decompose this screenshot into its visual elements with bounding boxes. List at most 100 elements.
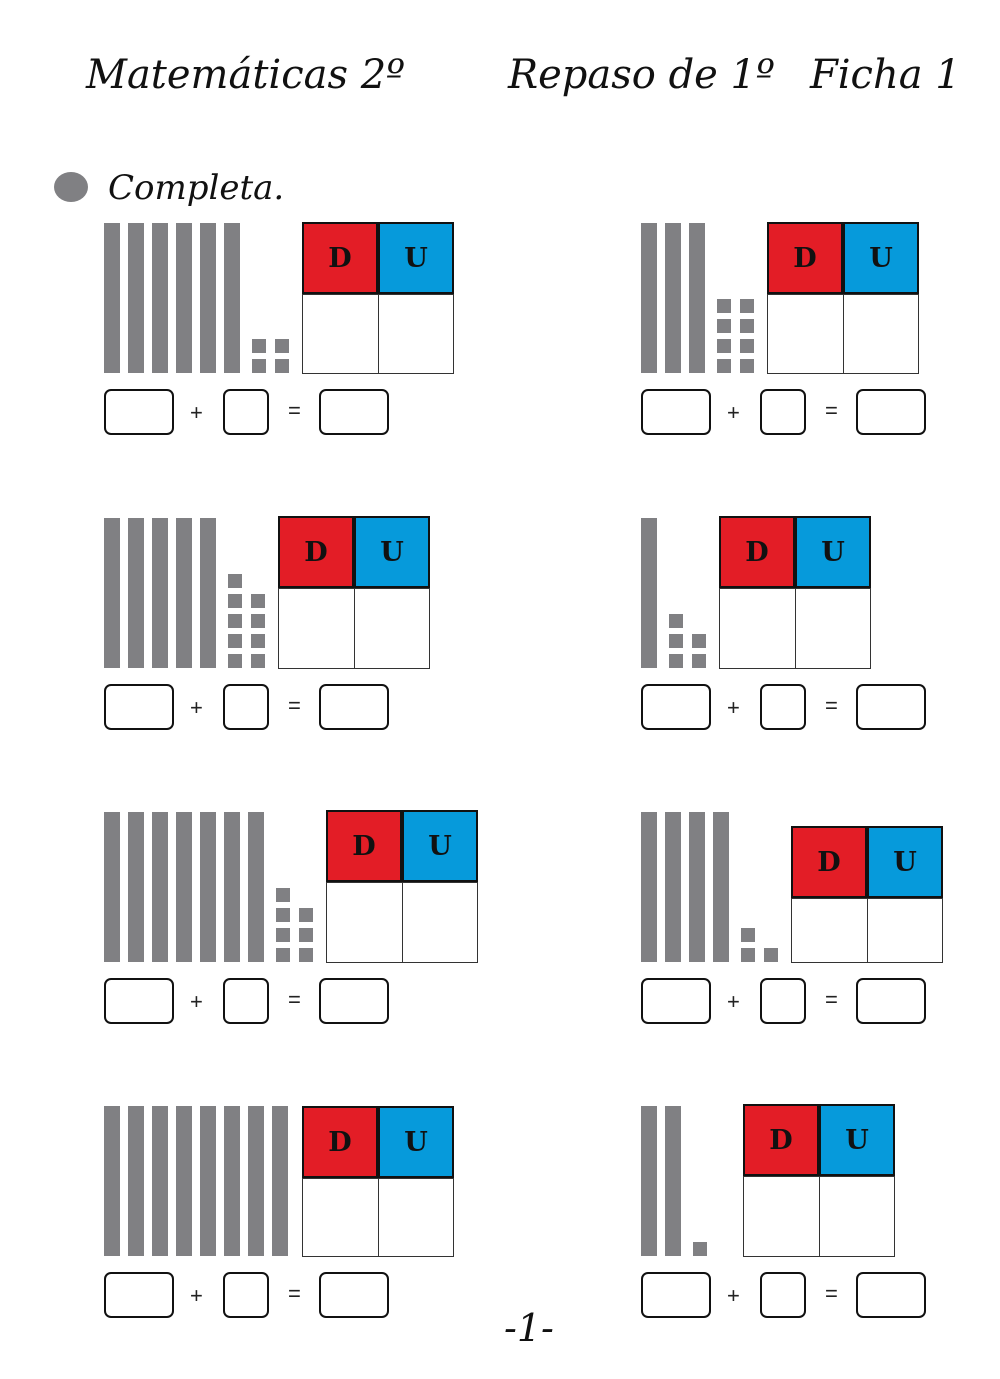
units-answer-cell[interactable] [867,898,943,963]
tens-answer-cell[interactable] [326,882,403,963]
tens-rod [665,223,681,373]
unit-cube [299,928,313,942]
tens-rod [248,812,264,962]
units-value-box[interactable] [223,978,269,1024]
units-value-box[interactable] [760,978,806,1024]
tens-rod [272,1106,288,1256]
total-value-box[interactable] [319,978,389,1024]
units-answer-cell[interactable] [402,882,478,963]
plus-sign: + [190,989,203,1014]
tens-answer-cell[interactable] [302,1178,379,1257]
units-answer-cell[interactable] [819,1176,895,1257]
tens-rod [641,812,657,962]
tens-header: D [302,1106,378,1178]
units-answer-cell[interactable] [795,588,871,669]
total-value-box[interactable] [319,389,389,435]
unit-cube [251,654,265,668]
tens-rod [665,1106,681,1256]
unit-cube [740,359,754,373]
tens-rod [248,1106,264,1256]
tens-answer-cell[interactable] [302,294,379,374]
total-value-box[interactable] [319,684,389,730]
equals-sign: = [825,693,838,718]
tens-rod [152,518,168,668]
tens-rod [689,812,705,962]
unit-cube [251,634,265,648]
units-answer-cell[interactable] [354,588,430,669]
unit-cube [740,299,754,313]
tens-answer-cell[interactable] [767,294,844,374]
total-value-box[interactable] [856,684,926,730]
units-answer-cell[interactable] [843,294,919,374]
units-value-box[interactable] [760,1272,806,1318]
tens-rod [665,812,681,962]
worksheet-topic: Repaso de 1º [508,52,775,98]
units-header: U [378,1106,454,1178]
unit-cube [276,888,290,902]
tens-value-box[interactable] [104,978,174,1024]
tens-answer-cell[interactable] [791,898,868,963]
tens-header: D [743,1104,819,1176]
tens-rod [128,518,144,668]
tens-answer-cell[interactable] [719,588,796,669]
units-header: U [819,1104,895,1176]
unit-cube [228,574,242,588]
units-answer-cell[interactable] [378,1178,454,1257]
units-value-box[interactable] [760,684,806,730]
equals-sign: = [288,1281,301,1306]
unit-cube [692,634,706,648]
unit-cube [740,319,754,333]
tens-value-box[interactable] [641,684,711,730]
unit-cube [692,654,706,668]
tens-value-box[interactable] [641,389,711,435]
tens-rod [176,812,192,962]
tens-answer-cell[interactable] [743,1176,820,1257]
tens-answer-cell[interactable] [278,588,355,669]
unit-cube [717,319,731,333]
plus-sign: + [727,400,740,425]
units-value-box[interactable] [760,389,806,435]
unit-cube [276,948,290,962]
units-value-box[interactable] [223,684,269,730]
tens-value-box[interactable] [641,1272,711,1318]
unit-cube [717,339,731,353]
unit-cube [693,1242,707,1256]
units-header: U [867,826,943,898]
unit-cube [228,654,242,668]
unit-cube [228,614,242,628]
unit-cube [299,908,313,922]
unit-cube [764,948,778,962]
tens-rod [152,223,168,373]
unit-cube [717,299,731,313]
tens-value-box[interactable] [104,1272,174,1318]
worksheet-sheet-number: Ficha 1 [810,52,961,98]
units-header: U [795,516,871,588]
equals-sign: = [825,398,838,423]
units-answer-cell[interactable] [378,294,454,374]
tens-rod [104,812,120,962]
plus-sign: + [190,400,203,425]
equals-sign: = [288,693,301,718]
tens-rod [128,1106,144,1256]
units-value-box[interactable] [223,1272,269,1318]
tens-rod [176,223,192,373]
total-value-box[interactable] [856,389,926,435]
tens-rod [641,223,657,373]
units-header: U [378,222,454,294]
bullet-icon [54,172,88,202]
total-value-box[interactable] [856,1272,926,1318]
unit-cube [251,594,265,608]
tens-rod [152,1106,168,1256]
plus-sign: + [727,695,740,720]
total-value-box[interactable] [319,1272,389,1318]
plus-sign: + [727,989,740,1014]
tens-value-box[interactable] [641,978,711,1024]
unit-cube [251,614,265,628]
plus-sign: + [190,695,203,720]
tens-rod [200,518,216,668]
total-value-box[interactable] [856,978,926,1024]
tens-header: D [302,222,378,294]
tens-value-box[interactable] [104,684,174,730]
tens-value-box[interactable] [104,389,174,435]
units-value-box[interactable] [223,389,269,435]
